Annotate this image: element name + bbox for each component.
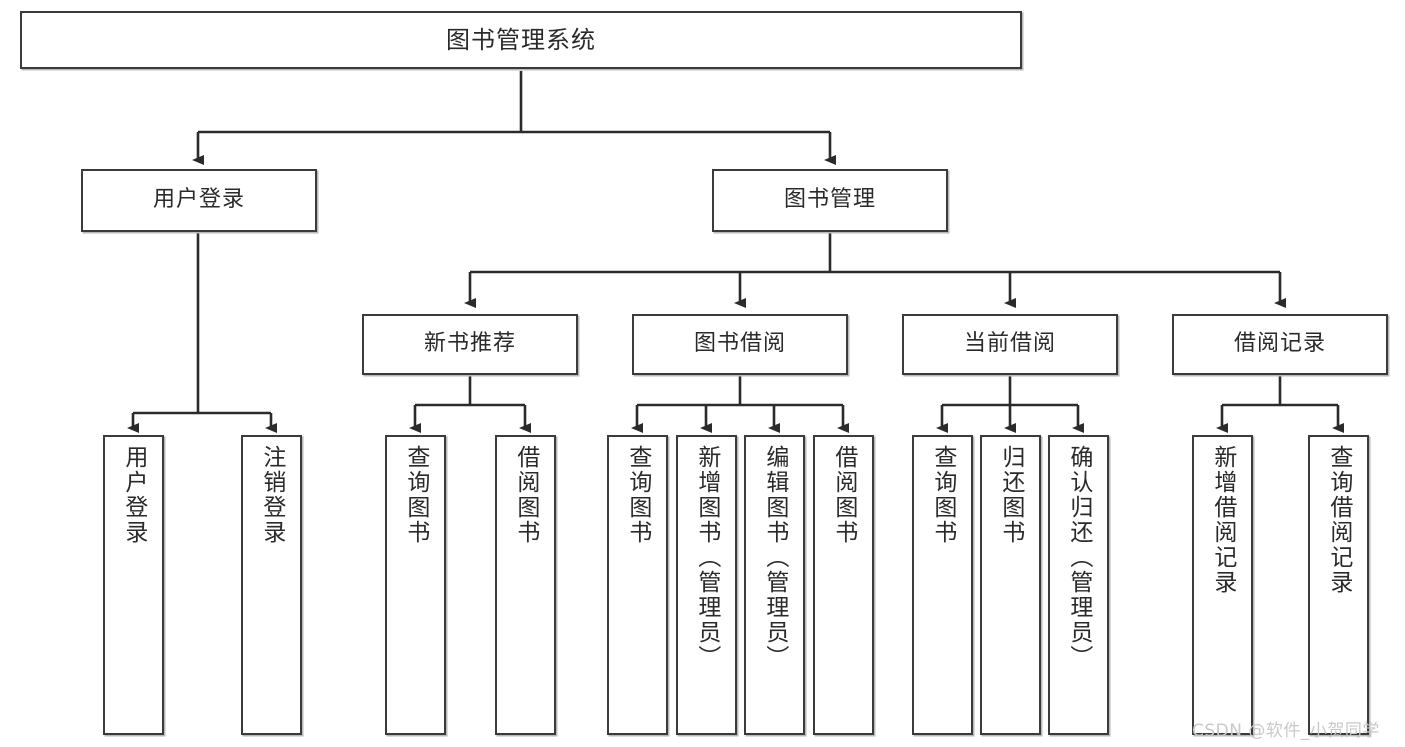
- node-label: 注销登录: [258, 445, 285, 545]
- node-label: 新书推荐: [423, 331, 516, 357]
- node-new-book-recommend[interactable]: 新书推荐: [362, 314, 578, 375]
- node-label: 新增借阅记录: [1209, 445, 1236, 595]
- leaf-current-borrow-confirm-return[interactable]: 确认归还（管理员）: [1048, 435, 1109, 735]
- node-label: 用户登录: [120, 445, 147, 545]
- leaf-user-login-logout[interactable]: 注销登录: [241, 435, 302, 735]
- node-label: 查询图书: [929, 445, 956, 545]
- leaf-book-borrow-add[interactable]: 新增图书（管理员）: [676, 435, 737, 735]
- node-root-system[interactable]: 图书管理系统: [20, 11, 1022, 69]
- leaf-book-borrow-borrow[interactable]: 借阅图书: [813, 435, 874, 735]
- node-label: 当前借阅: [963, 331, 1056, 357]
- node-label: 图书管理: [783, 187, 876, 213]
- node-book-borrow[interactable]: 图书借阅: [632, 314, 848, 375]
- node-label: 用户登录: [152, 187, 245, 213]
- node-label: 查询图书: [402, 445, 429, 545]
- node-label: 新增图书（管理员）: [693, 445, 720, 670]
- leaf-book-borrow-edit[interactable]: 编辑图书（管理员）: [744, 435, 805, 735]
- leaf-borrow-record-query[interactable]: 查询借阅记录: [1308, 435, 1369, 735]
- leaf-user-login-login[interactable]: 用户登录: [103, 435, 164, 735]
- node-borrow-record[interactable]: 借阅记录: [1172, 314, 1388, 375]
- node-label: 确认归还（管理员）: [1065, 445, 1092, 670]
- node-label: 借阅记录: [1233, 331, 1326, 357]
- node-label: 编辑图书（管理员）: [761, 445, 788, 670]
- node-label: 图书借阅: [693, 331, 786, 357]
- node-label: 查询借阅记录: [1325, 445, 1352, 595]
- leaf-new-book-borrow[interactable]: 借阅图书: [495, 435, 556, 735]
- node-label: 查询图书: [624, 445, 651, 545]
- node-current-borrow[interactable]: 当前借阅: [902, 314, 1118, 375]
- node-book-management[interactable]: 图书管理: [712, 169, 948, 232]
- leaf-borrow-record-add[interactable]: 新增借阅记录: [1192, 435, 1253, 735]
- leaf-book-borrow-query[interactable]: 查询图书: [607, 435, 668, 735]
- node-label: 借阅图书: [512, 445, 539, 545]
- csdn-watermark: CSDN @软件_小贺同学: [1192, 721, 1380, 741]
- leaf-current-borrow-query[interactable]: 查询图书: [912, 435, 973, 735]
- node-label: 借阅图书: [830, 445, 857, 545]
- node-user-login[interactable]: 用户登录: [81, 169, 317, 232]
- leaf-new-book-query[interactable]: 查询图书: [385, 435, 446, 735]
- node-label: 归还图书: [997, 445, 1024, 545]
- leaf-current-borrow-return[interactable]: 归还图书: [980, 435, 1041, 735]
- node-label: 图书管理系统: [446, 25, 596, 54]
